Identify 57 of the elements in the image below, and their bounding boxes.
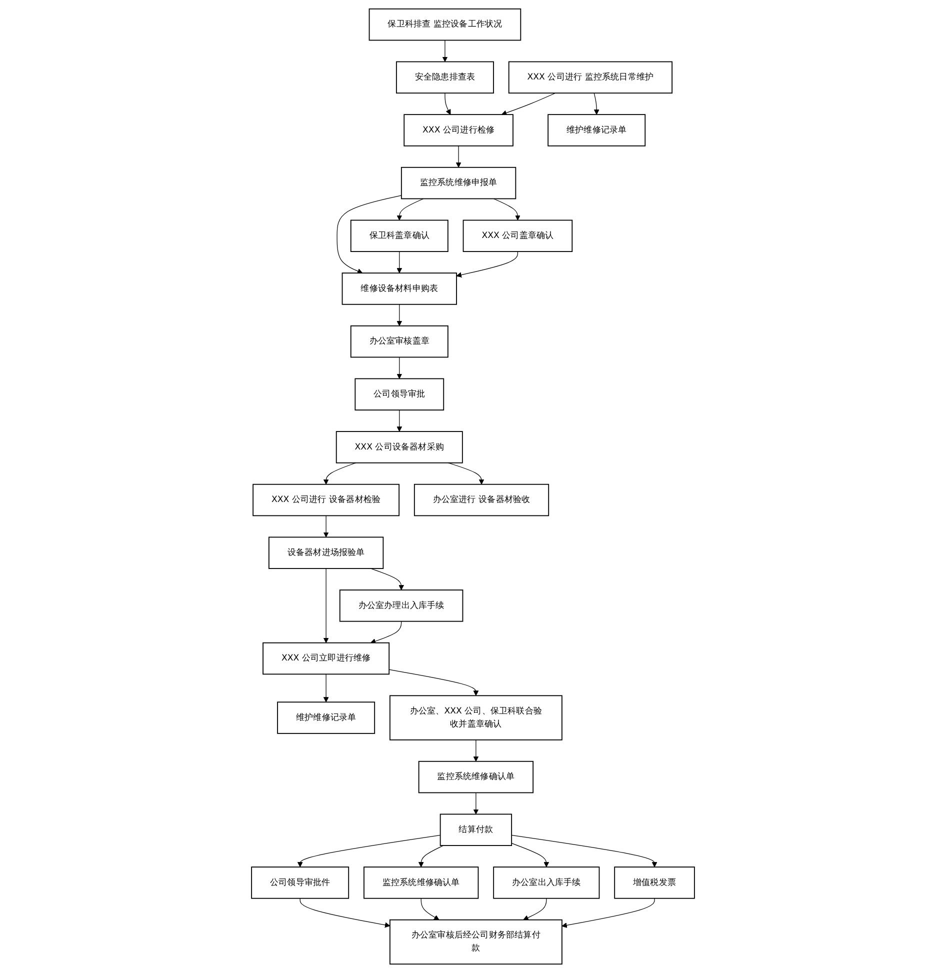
- node-box: 办公室审核后经公司财务部结算付款: [389, 919, 562, 965]
- arrow: [297, 834, 441, 868]
- node-box: XXX 公司盖章确认: [462, 220, 573, 252]
- arrow: [444, 92, 451, 115]
- arrow: [396, 251, 402, 274]
- node-box: 办公室审核盖章: [350, 325, 448, 358]
- arrow: [323, 515, 329, 538]
- arrow: [523, 898, 547, 920]
- node-box: 维护维修记录单: [548, 114, 646, 146]
- node-box: 公司领导审批件: [251, 866, 350, 899]
- node-box: 安全隐患排查表: [396, 61, 494, 94]
- arrow: [448, 462, 484, 485]
- arrow: [511, 834, 658, 868]
- arrow: [562, 898, 655, 928]
- node-box: 维护维修记录单: [277, 702, 376, 734]
- arrow: [370, 568, 404, 590]
- node-box: 设备器材进场报验单: [268, 536, 384, 569]
- node-box: 结算付款: [440, 814, 512, 846]
- arrow: [396, 198, 424, 220]
- node-box: 监控系统维修确认单: [418, 760, 534, 794]
- node-box: 保卫科排查 监控设备工作状况: [368, 8, 522, 41]
- node-box: 办公室进行 设备器材验收: [414, 484, 550, 516]
- arrow: [396, 304, 402, 326]
- arrow: [456, 146, 462, 168]
- arrow: [323, 568, 329, 644]
- node-box: 增值税发票: [614, 866, 695, 899]
- node-box: XXX 公司进行检修: [404, 114, 514, 146]
- arrow: [336, 195, 402, 274]
- arrow: [418, 845, 444, 868]
- arrow: [396, 410, 402, 432]
- node-box: 公司领导审批: [354, 378, 444, 410]
- node-box: 办公室出入库手续: [493, 866, 600, 899]
- arrow: [456, 251, 518, 278]
- node-box: XXX 公司进行 设备器材检验: [252, 484, 400, 516]
- arrow: [388, 669, 479, 696]
- arrow: [396, 356, 402, 379]
- node-box: XXX 公司进行 监控系统日常维护: [508, 61, 672, 94]
- node-box: 监控系统维修确认单: [364, 866, 479, 899]
- arrow: [493, 198, 520, 220]
- node-box: XXX 公司设备器材采购: [336, 431, 463, 464]
- arrow: [420, 898, 440, 920]
- node-box: XXX 公司立即进行维修: [262, 642, 390, 675]
- arrow: [323, 462, 356, 485]
- node-box: 办公室、XXX 公司、保卫科联合验收并盖章确认: [389, 695, 562, 740]
- arrow: [370, 621, 402, 644]
- arrow: [442, 40, 448, 62]
- node-box: 维修设备材料申购表: [342, 272, 457, 305]
- arrow: [323, 674, 329, 702]
- arrow: [501, 92, 556, 116]
- arrow: [511, 842, 550, 868]
- node-box: 监控系统维修申报单: [400, 166, 516, 200]
- node-box: 保卫科盖章确认: [350, 220, 448, 252]
- node-box: 办公室办理出入库手续: [339, 590, 464, 622]
- arrow: [594, 92, 600, 115]
- arrow: [473, 740, 479, 762]
- arrow: [473, 792, 479, 814]
- arrow: [300, 898, 390, 928]
